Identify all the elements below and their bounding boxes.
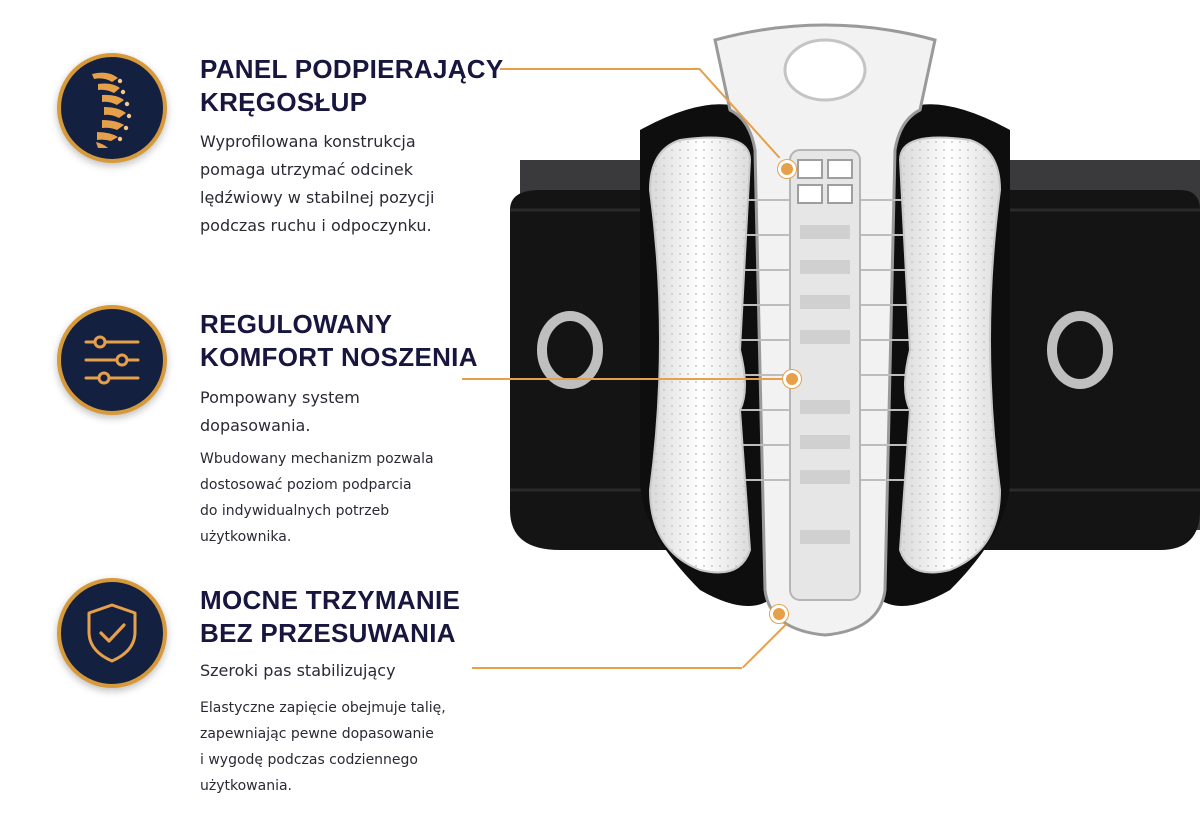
- shield-icon-badge: [57, 578, 167, 688]
- sliders-icon: [84, 335, 140, 385]
- shield-check-icon: [87, 603, 137, 663]
- feature-subtitle: Szeroki pas stabilizujący: [200, 661, 396, 680]
- callout-dot-hold: [770, 605, 788, 623]
- callout-line-spine: [500, 68, 700, 70]
- callout-line-comfort: [462, 378, 790, 380]
- lumbar-brace-image: [510, 23, 1200, 637]
- feature-description: Wbudowany mechanizm pozwala dostosować p…: [200, 451, 434, 545]
- spine-icon-badge: [57, 53, 167, 163]
- sliders-icon-badge: [57, 305, 167, 415]
- feature-description: Elastyczne zapięcie obejmuje talię, zape…: [200, 700, 446, 794]
- feature-title: PANEL PODPIERAJĄCY KRĘGOSŁUP: [200, 54, 504, 117]
- callout-line-hold: [472, 667, 742, 669]
- callout-dot-comfort: [783, 370, 801, 388]
- feature-title: REGULOWANY KOMFORT NOSZENIA: [200, 309, 478, 372]
- spine-icon: [92, 72, 132, 148]
- feature-subtitle: Pompowany system dopasowania.: [200, 388, 360, 435]
- callout-dot-spine: [778, 160, 796, 178]
- feature-description: Wyprofilowana konstrukcja pomaga utrzyma…: [200, 132, 435, 235]
- feature-title: MOCNE TRZYMANIE BEZ PRZESUWANIA: [200, 585, 461, 648]
